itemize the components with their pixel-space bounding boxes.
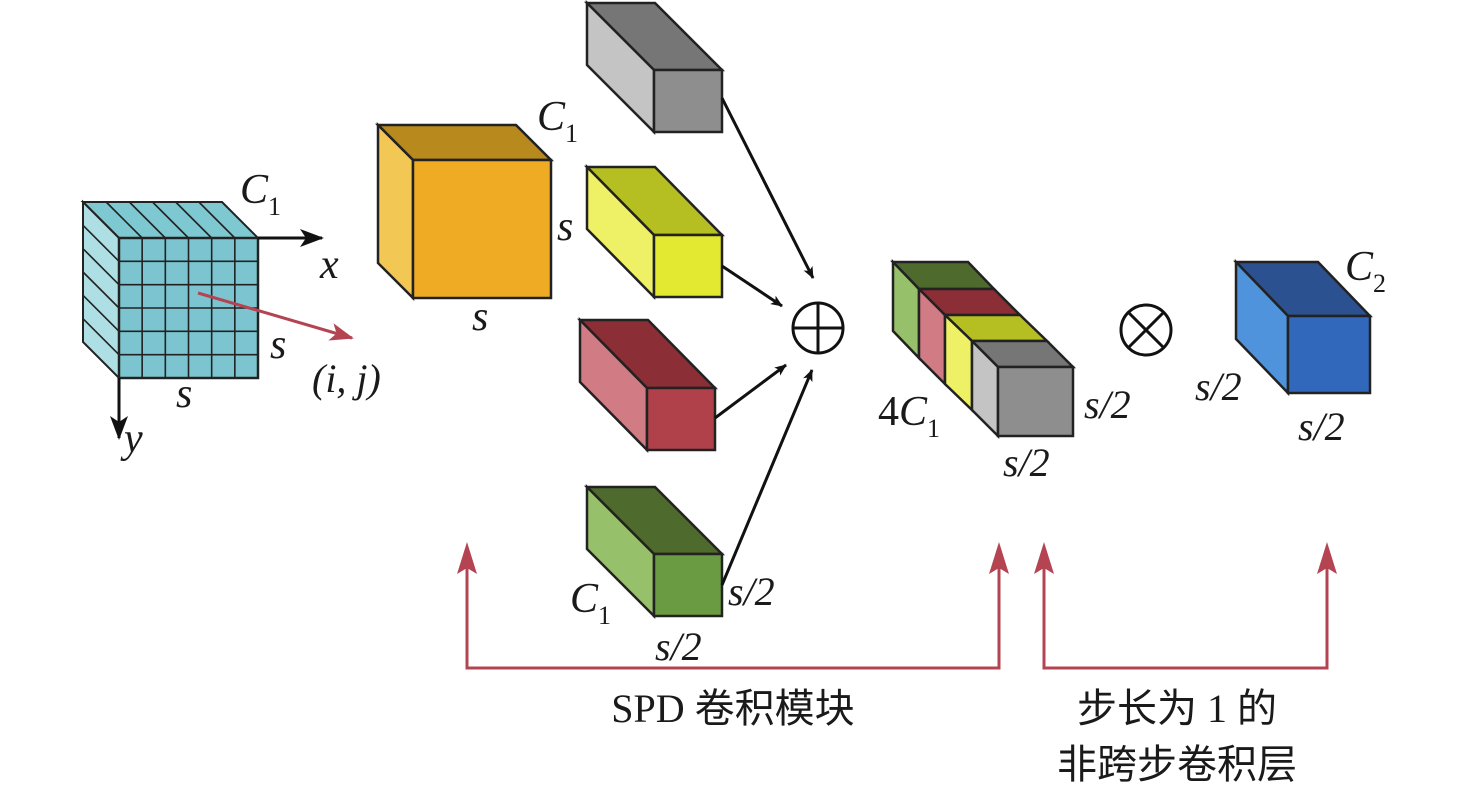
output-channel-label: C2: [1345, 244, 1386, 298]
stacked-channel-label: 4C1: [878, 389, 940, 443]
yellow-block: [584, 163, 725, 301]
green-height-label: s/2: [728, 569, 775, 614]
green-block: [583, 483, 726, 620]
stacked-width-label: s/2: [1003, 440, 1050, 485]
conv-symbol: [1119, 303, 1173, 357]
stacked-block: [890, 258, 1077, 440]
concat-symbol: [791, 301, 845, 355]
input-depth-label: s: [270, 322, 286, 368]
orange-width-label: s: [472, 294, 488, 340]
y-axis-label: y: [120, 416, 143, 462]
red-to-concat-arrow: [714, 363, 787, 420]
spd-bracket-arrowheads: [457, 542, 1009, 574]
nonstrided-caption-line1: 步长为 1 的: [1077, 686, 1277, 731]
output-block: [1233, 258, 1373, 397]
orange-height-label: s: [557, 204, 573, 250]
pixel-label: (i, j): [312, 356, 381, 401]
green-to-concat-arrow: [720, 369, 814, 586]
spd-bracket: [465, 548, 1001, 670]
nonstrided-caption-line2: 非跨步卷积层: [1057, 742, 1297, 787]
input-channel-label: C1: [240, 167, 281, 221]
green-channel-label: C1: [570, 576, 611, 630]
red-block: [577, 316, 718, 454]
nonstrided-bracket-arrowheads: [1034, 542, 1337, 574]
nonstrided-bracket: [1042, 548, 1329, 670]
output-height-label: s/2: [1195, 364, 1242, 409]
orange-channel-label: C1: [537, 94, 578, 148]
gray-block: [583, 0, 726, 136]
x-axis-label: x: [319, 242, 339, 288]
yellow-to-concat-arrow: [721, 264, 783, 308]
spd-caption: SPD 卷积模块: [611, 686, 854, 731]
stacked-height-label: s/2: [1084, 382, 1131, 427]
pixel-arrow: [197, 291, 354, 341]
input-width-label: s: [176, 371, 192, 417]
output-width-label: s/2: [1298, 404, 1345, 449]
input-tensor: [80, 199, 261, 381]
gray-to-concat-arrow: [720, 97, 815, 279]
orange-block: [374, 121, 555, 302]
green-width-label: s/2: [655, 624, 702, 669]
